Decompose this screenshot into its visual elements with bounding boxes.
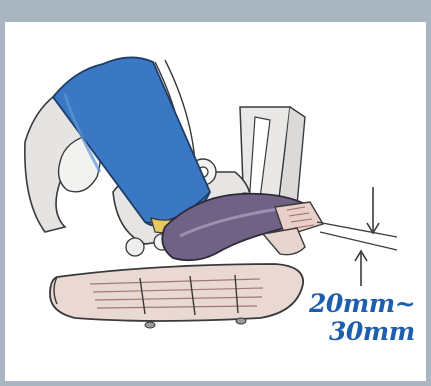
measurement-line-1: 20mm~ [309,290,415,318]
gap-arrow-icon [317,187,397,286]
measurement-label: 20mm~ 30mm [305,290,415,346]
measurement-line-2: 30mm [329,318,415,346]
